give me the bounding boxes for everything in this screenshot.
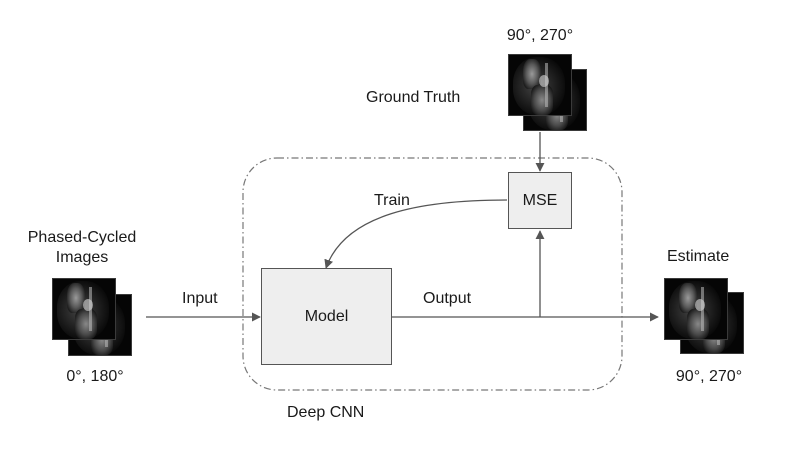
- estimate-label: Estimate: [667, 248, 730, 265]
- model-label: Model: [304, 307, 349, 325]
- ground-truth-image-front: [508, 54, 572, 116]
- train-label: Train: [374, 192, 410, 209]
- train-arrow: [324, 199, 508, 269]
- ground-truth-angles-label: 90°, 270°: [506, 27, 574, 44]
- ground-truth-label: Ground Truth: [366, 89, 461, 106]
- model-box: Model: [261, 268, 392, 365]
- mse-label: MSE: [522, 191, 558, 209]
- output-label: Output: [423, 290, 472, 307]
- estimate-angles-label: 90°, 270°: [675, 368, 743, 385]
- deep-cnn-boundary: [242, 157, 623, 391]
- input-angles-label: 0°, 180°: [66, 368, 124, 385]
- input-label: Input: [182, 290, 218, 307]
- mse-box: MSE: [508, 172, 572, 229]
- estimate-image-front: [664, 278, 728, 340]
- input-image-front: [52, 278, 116, 340]
- deep-cnn-label: Deep CNN: [287, 404, 365, 421]
